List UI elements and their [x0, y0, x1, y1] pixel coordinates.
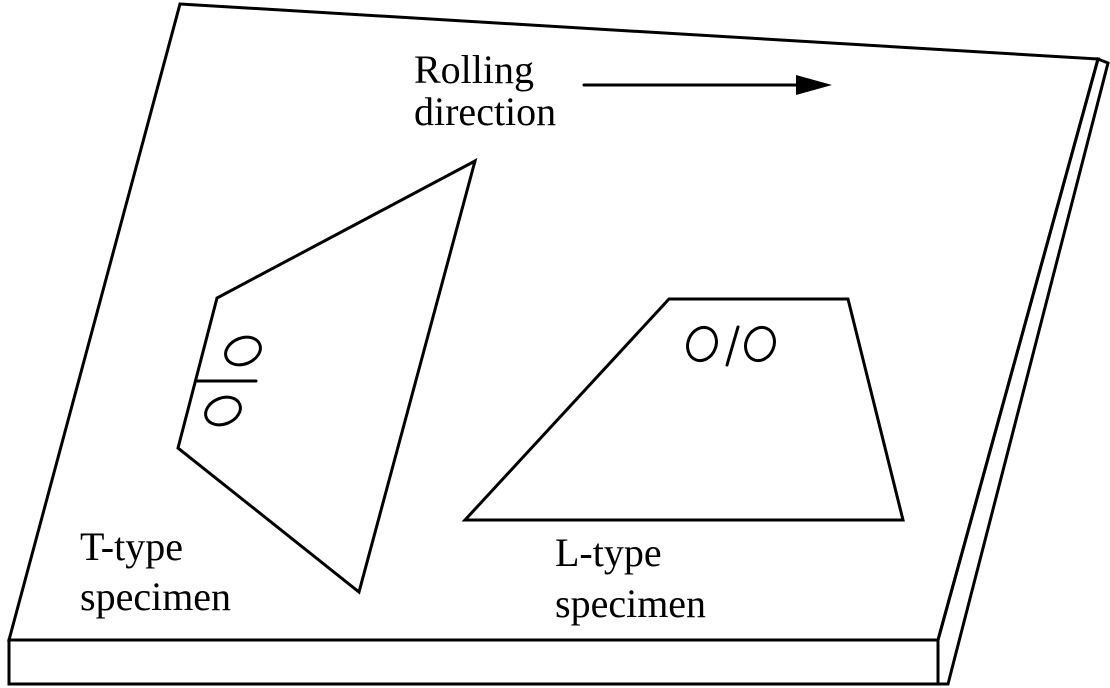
t-type-label-line-1: T-type	[80, 524, 183, 569]
l-type-specimen: L-type specimen	[461, 297, 905, 626]
plate-side-edge	[936, 56, 1110, 686]
rolling-direction-arrowhead	[796, 75, 832, 95]
t-type-specimen-outline	[176, 158, 478, 595]
plate-front-edge	[7, 638, 940, 686]
t-type-hole-lower	[204, 395, 242, 427]
l-type-label-line-1: L-type	[555, 530, 662, 575]
l-type-hole-right	[744, 325, 776, 363]
steel-plate	[7, 2, 1110, 686]
t-type-label-line-2: specimen	[80, 574, 231, 619]
rolling-direction-label-line-2: direction	[414, 89, 556, 134]
l-type-notch-line	[725, 325, 740, 367]
l-type-hole-left	[686, 325, 718, 363]
t-type-hole-upper	[224, 335, 262, 367]
l-type-specimen-outline	[461, 297, 905, 522]
t-type-specimen: T-type specimen	[80, 158, 478, 619]
l-type-label-line-2: specimen	[555, 581, 706, 626]
rolling-direction-indicator: Rolling direction	[414, 47, 832, 134]
rolling-direction-label-line-1: Rolling	[414, 47, 534, 92]
